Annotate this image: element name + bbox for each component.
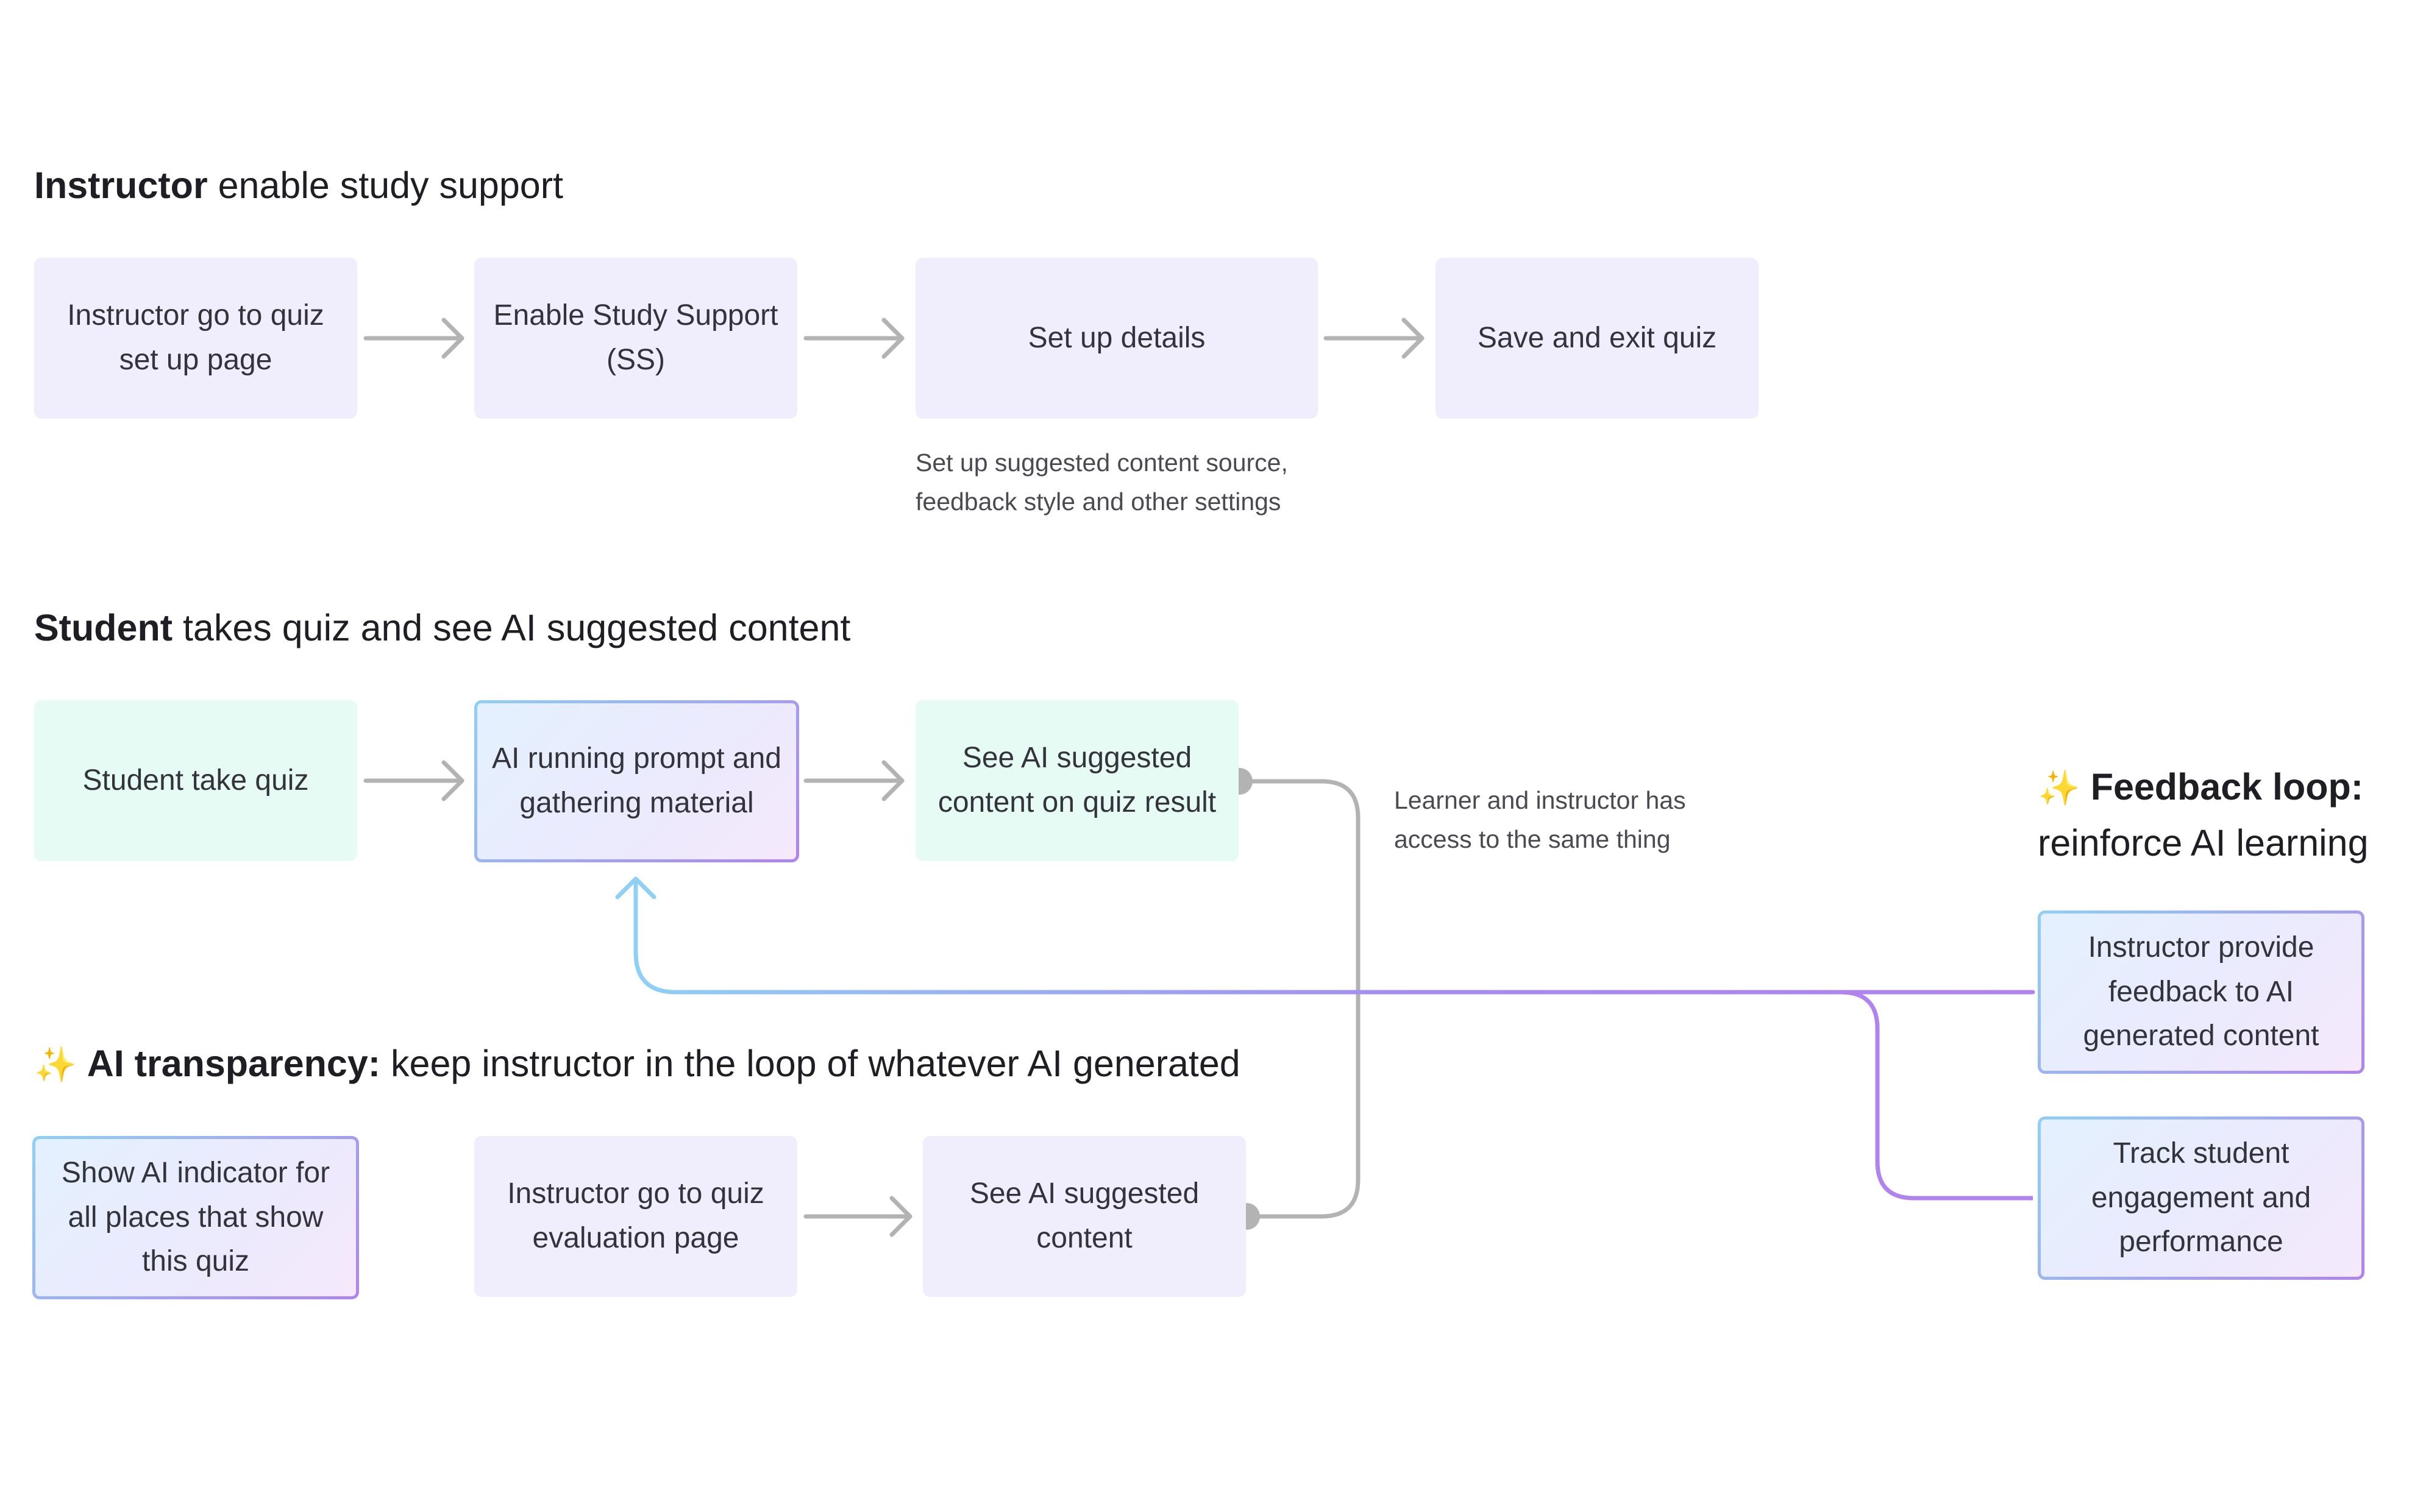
arrow-1-2 [803, 318, 905, 359]
shared-access-connector [1239, 779, 1361, 1219]
step-quiz-evaluation-page: Instructor go to quiz evaluation page [474, 1136, 797, 1297]
feedback-loop-line [633, 876, 2035, 995]
step-see-ai-content: See AI suggested content [923, 1136, 1246, 1297]
feedback-loop-title: ✨ Feedback loop: reinforce AI learning [2038, 766, 2369, 864]
step-track-engagement: Track student engagement and performance [2038, 1116, 2364, 1280]
step-show-ai-indicator: Show AI indicator for all places that sh… [32, 1136, 359, 1299]
step-ai-running-prompt: AI running prompt and gathering material [474, 700, 799, 862]
step-enable-study-support: Enable Study Support (SS) [474, 258, 797, 419]
set-up-details-note: Set up suggested content source, feedbac… [916, 449, 1288, 516]
step-set-up-details: Set up details [916, 258, 1318, 419]
step-save-exit-quiz: Save and exit quiz [1435, 258, 1759, 419]
shared-access-note: Learner and instructor has access to the… [1394, 786, 1686, 853]
arrow-3-1 [803, 1196, 913, 1237]
arrow-2-2 [803, 760, 905, 801]
step-see-ai-content-quiz-result: See AI suggested content on quiz result [916, 700, 1239, 861]
arrow-2-1 [363, 760, 464, 801]
arrow-1-1 [363, 318, 464, 359]
step-instructor-quiz-setup: Instructor go to quiz set up page [34, 258, 357, 419]
feedback-loop-arrowhead [615, 876, 656, 900]
feedback-branch-line [1840, 990, 2033, 1201]
student-section-title: Student takes quiz and see AI suggested … [34, 607, 851, 648]
step-student-take-quiz: Student take quiz [34, 700, 357, 861]
sparkle-icon: ✨ [2038, 768, 2080, 808]
step-instructor-feedback-ai: Instructor provide feedback to AI genera… [2038, 910, 2364, 1074]
ai-transparency-title: ✨ AI transparency: keep instructor in th… [34, 1043, 1240, 1085]
sparkle-icon: ✨ [34, 1045, 77, 1085]
instructor-section-title: Instructor enable study support [34, 165, 563, 206]
arrow-1-3 [1323, 318, 1425, 359]
